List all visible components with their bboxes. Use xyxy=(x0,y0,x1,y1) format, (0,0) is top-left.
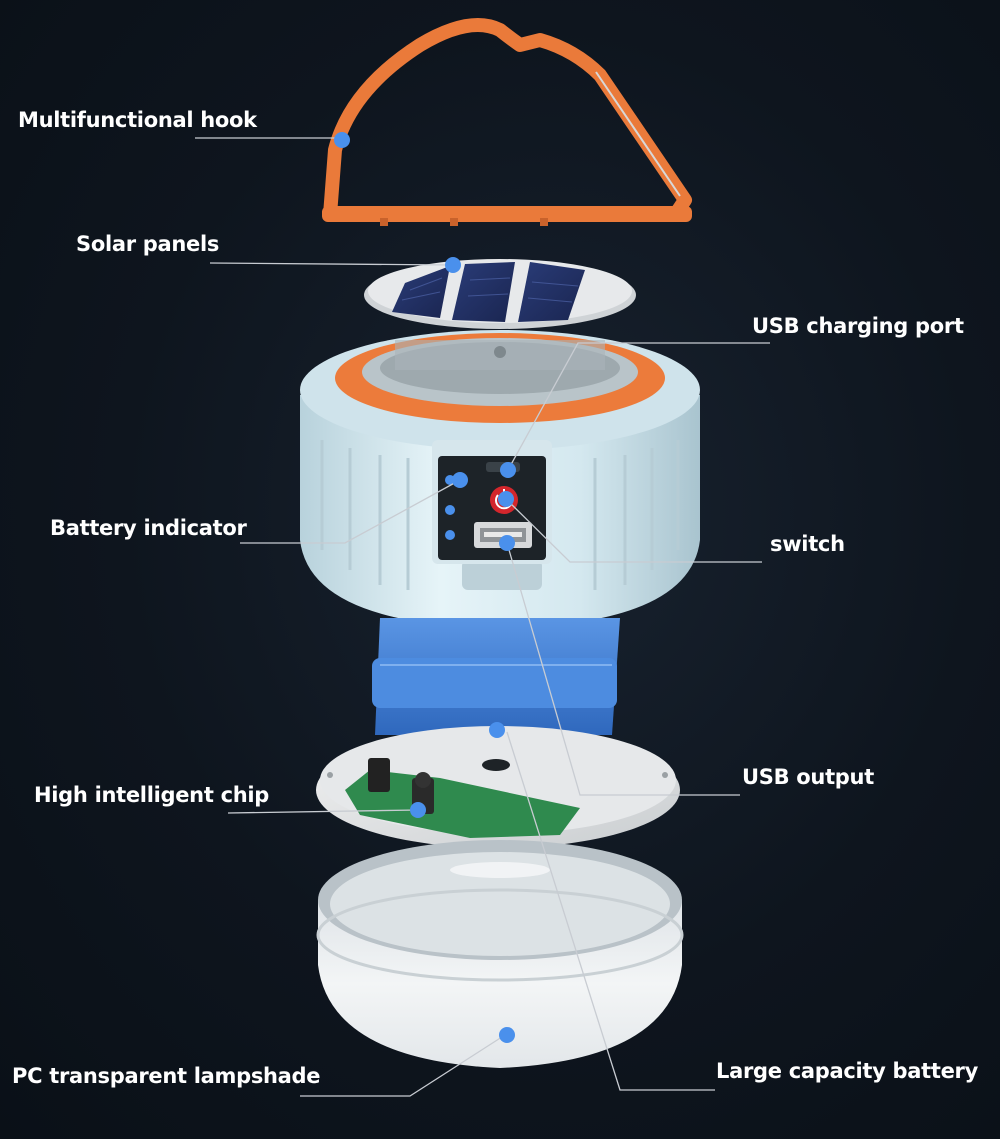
lantern-body xyxy=(300,330,700,628)
leader-usb-port xyxy=(507,342,770,471)
battery-strap xyxy=(372,618,620,735)
label-battery-indicator: Battery indicator xyxy=(50,516,247,540)
leader-lines xyxy=(195,137,770,1097)
leader-lampshade xyxy=(300,1034,506,1097)
lampshade xyxy=(316,840,684,1068)
leader-battery xyxy=(506,731,715,1091)
label-usb-output: USB output xyxy=(742,765,874,789)
leader-solar xyxy=(209,262,454,266)
marker-chip xyxy=(410,802,426,818)
marker-usb-output xyxy=(499,535,515,551)
marker-lampshade xyxy=(499,1027,515,1043)
usb-port-icon xyxy=(474,522,532,548)
label-switch: switch xyxy=(770,532,845,556)
label-chip: High intelligent chip xyxy=(34,783,269,807)
label-hook: Multifunctional hook xyxy=(18,108,257,132)
marker-battery xyxy=(489,722,505,738)
label-lampshade: PC transparent lampshade xyxy=(12,1064,321,1088)
multifunctional-hook xyxy=(322,18,692,226)
solar-panel xyxy=(364,259,636,329)
marker-switch xyxy=(498,491,514,507)
marker-battery-indicator xyxy=(452,472,468,488)
label-battery: Large capacity battery xyxy=(716,1059,978,1083)
leader-chip xyxy=(227,809,419,814)
leader-battery-indicator xyxy=(240,479,461,544)
leader-switch xyxy=(505,498,762,563)
circuit-plate xyxy=(316,726,680,848)
marker-usb-port xyxy=(500,462,516,478)
marker-hook xyxy=(334,132,350,148)
label-solar: Solar panels xyxy=(76,232,220,256)
label-usb-port: USB charging port xyxy=(752,314,964,338)
marker-solar xyxy=(445,257,461,273)
leader-usb-output xyxy=(506,542,740,796)
markers xyxy=(334,132,516,1043)
